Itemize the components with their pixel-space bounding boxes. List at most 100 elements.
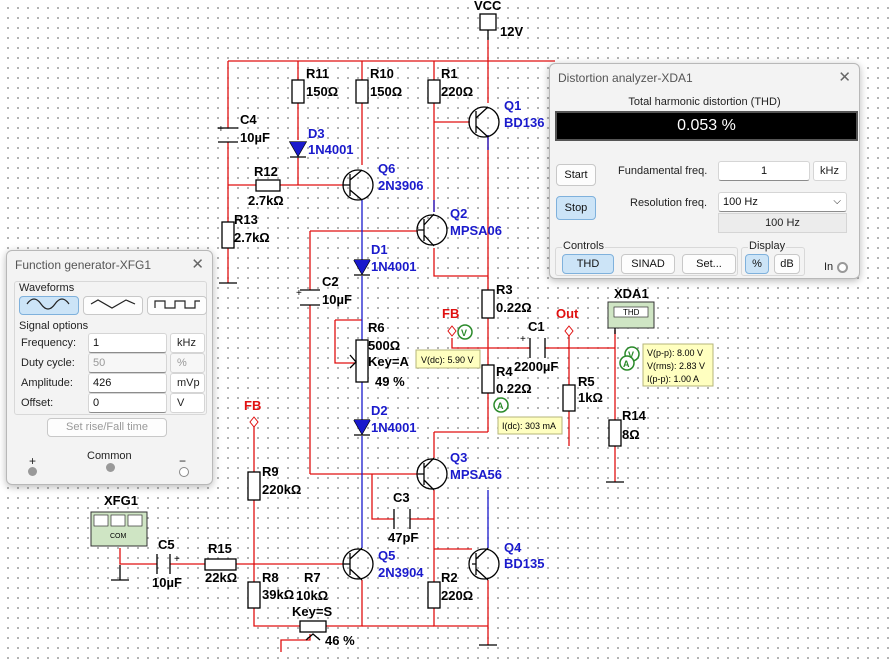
- vcc-source[interactable]: [479, 13, 497, 40]
- q2-value: MPSA06: [450, 223, 502, 238]
- wires-blue: [361, 135, 489, 548]
- fg-rise-fall-button[interactable]: Set rise/Fall time: [47, 418, 167, 437]
- c1-name: C1: [528, 319, 545, 334]
- da-start-button[interactable]: Start: [556, 164, 596, 186]
- da-stop-button[interactable]: Stop: [556, 196, 596, 220]
- fg-amplitude-input[interactable]: 426: [88, 373, 167, 393]
- r2-value: 220Ω: [441, 588, 473, 603]
- da-thd-heading: Total harmonic distortion (THD): [628, 96, 781, 108]
- da-resolution-value: 100 Hz: [723, 196, 758, 208]
- q3-value: MPSA56: [450, 467, 502, 482]
- da-fundamental-unit: kHz: [813, 161, 847, 181]
- d3-value: 1N4001: [308, 142, 354, 157]
- q6-name: Q6: [378, 161, 395, 176]
- q1-name: Q1: [504, 98, 521, 113]
- r11-value: 150Ω: [306, 84, 338, 99]
- svg-text:+: +: [520, 334, 526, 345]
- fg-minus-terminal[interactable]: [179, 467, 189, 477]
- da-set-button[interactable]: Set...: [682, 254, 736, 274]
- function-generator-window[interactable]: Function generator-XFG1 ✕ Waveforms Sign…: [6, 250, 213, 485]
- c3-value: 47pF: [388, 530, 418, 545]
- fg-frequency-input[interactable]: 1: [88, 333, 167, 353]
- da-sinad-button[interactable]: SINAD: [621, 254, 675, 274]
- r6-key: Key=A: [368, 354, 409, 369]
- fg-duty-cycle-input[interactable]: 50: [88, 353, 167, 373]
- da-resolution-label: Resolution freq.: [630, 197, 708, 209]
- r1-value: 220Ω: [441, 84, 473, 99]
- q3-name: Q3: [450, 450, 467, 465]
- r14-name: R14: [622, 408, 647, 423]
- c4-name: C4: [240, 112, 257, 127]
- fg-close-icon[interactable]: ✕: [191, 256, 204, 273]
- q4-value: BD135: [504, 556, 544, 571]
- da-resolution-select[interactable]: 100 Hz ⌵: [718, 192, 847, 212]
- d2-name: D2: [371, 403, 388, 418]
- r13-value: 2.7kΩ: [234, 230, 270, 245]
- r4-name: R4: [496, 364, 513, 379]
- fg-frequency-unit[interactable]: kHz: [170, 333, 205, 353]
- da-close-icon[interactable]: ✕: [838, 69, 851, 86]
- r9-name: R9: [262, 464, 279, 479]
- fg-triangle-button[interactable]: [83, 296, 143, 315]
- diode-symbols[interactable]: [288, 141, 371, 436]
- distortion-analyzer-window[interactable]: Distortion analyzer-XDA1 ✕ Total harmoni…: [549, 63, 860, 279]
- fb-left-label: FB: [244, 398, 261, 413]
- c5-name: C5: [158, 537, 175, 552]
- fg-frequency-label: Frequency:: [21, 337, 77, 349]
- r10-value: 150Ω: [370, 84, 402, 99]
- r5-name: R5: [578, 374, 595, 389]
- fg-offset-label: Offset:: [21, 397, 54, 409]
- square-wave-icon: [154, 300, 200, 309]
- fg-title: Function generator-XFG1: [15, 258, 152, 272]
- wires-red: [119, 40, 616, 652]
- c2-name: C2: [322, 274, 339, 289]
- da-controls-group: [555, 247, 738, 276]
- fg-common-terminal[interactable]: [106, 463, 115, 472]
- fg-minus-label: −: [179, 454, 187, 468]
- xda1-label: XDA1: [614, 286, 649, 301]
- r11-name: R11: [306, 66, 329, 81]
- fg-duty-cycle-label: Duty cycle:: [21, 357, 75, 369]
- c5-value: 10µF: [152, 575, 182, 590]
- transistor-symbols[interactable]: [342, 106, 500, 581]
- xda1-instrument[interactable]: [607, 301, 655, 334]
- q2-name: Q2: [450, 206, 467, 221]
- sine-wave-icon: [26, 298, 70, 310]
- probe-a2-letter: A: [623, 359, 630, 369]
- r15-value: 22kΩ: [205, 570, 237, 585]
- r3-value: 0.22Ω: [496, 300, 532, 315]
- q5-value: 2N3904: [378, 565, 424, 580]
- fg-offset-unit[interactable]: V: [170, 393, 205, 413]
- da-db-button[interactable]: dB: [774, 254, 800, 274]
- resistor-bodies[interactable]: [204, 79, 622, 641]
- fg-sine-button[interactable]: [19, 296, 79, 315]
- da-input-label: In: [824, 261, 834, 273]
- xfg1-instrument[interactable]: [90, 511, 148, 547]
- xfg1-com-label: COM: [110, 533, 127, 540]
- da-fundamental-input[interactable]: 1: [718, 161, 810, 181]
- r12-value: 2.7kΩ: [248, 193, 284, 208]
- q5-name: Q5: [378, 548, 395, 563]
- r6-percent: 49 %: [375, 374, 405, 389]
- probe-a-letter: A: [497, 401, 504, 411]
- fg-square-button[interactable]: [147, 296, 207, 315]
- fg-waveforms-group: [14, 281, 207, 415]
- r2-name: R2: [441, 570, 458, 585]
- probe-markers[interactable]: [415, 324, 714, 435]
- node-markers: [249, 325, 574, 428]
- c3-name: C3: [393, 490, 410, 505]
- fg-offset-input[interactable]: 0: [88, 393, 167, 413]
- da-percent-button[interactable]: %: [745, 254, 769, 274]
- fg-plus-label: +: [29, 454, 37, 468]
- capacitor-symbols[interactable]: + + + +: [156, 124, 546, 574]
- vcc-value: 12V: [500, 24, 523, 39]
- r9-value: 220kΩ: [262, 482, 301, 497]
- da-resolution-readout: 100 Hz: [718, 213, 847, 233]
- da-thd-button[interactable]: THD: [562, 254, 614, 274]
- fg-plus-terminal[interactable]: [28, 467, 37, 476]
- fg-amplitude-unit[interactable]: mVp: [170, 373, 205, 393]
- d1-name: D1: [371, 242, 388, 257]
- probe-ipp-reading: I(p-p): 1.00 A: [647, 374, 699, 384]
- d2-value: 1N4001: [371, 420, 417, 435]
- da-input-terminal[interactable]: [837, 262, 848, 273]
